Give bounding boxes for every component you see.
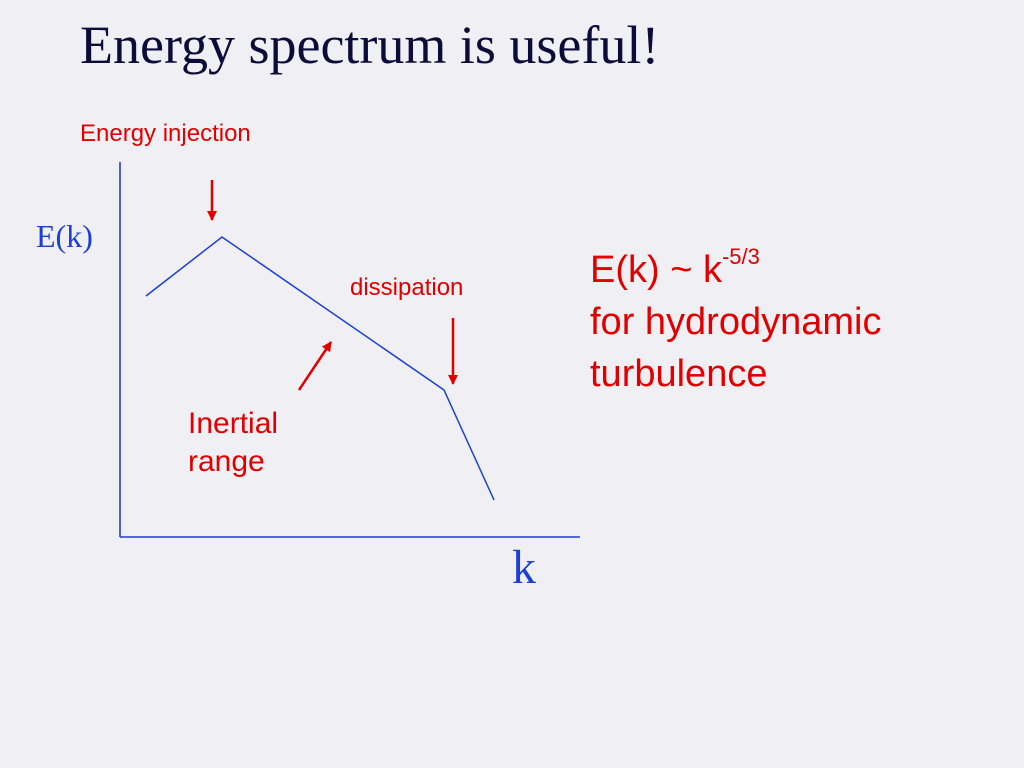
inertial-range-arrow xyxy=(297,341,333,391)
spectrum-curve xyxy=(145,236,495,501)
x-axis-label: k xyxy=(512,541,536,594)
formula-line3: turbulence xyxy=(590,353,768,395)
formula-line2: for hydrodynamic xyxy=(590,301,882,343)
slide-title: Energy spectrum is useful! xyxy=(80,15,660,75)
spectrum-formula: E(k) ~ k-5/3 for hydrodynamic turbulence xyxy=(590,244,881,400)
energy-injection-label: Energy injection xyxy=(80,120,251,147)
inertial-range-label: Inertial range xyxy=(188,405,278,481)
inertial-range-label-line2: range xyxy=(188,445,265,478)
inertial-range-label-line1: Inertial xyxy=(188,407,279,440)
y-axis-label: E(k) xyxy=(36,218,93,254)
formula-exponent: -5/3 xyxy=(721,244,760,269)
formula-lhs: E(k) ~ k xyxy=(590,249,722,291)
formula-line1: E(k) ~ k-5/3 xyxy=(590,244,881,296)
dissipation-label: dissipation xyxy=(350,274,464,301)
